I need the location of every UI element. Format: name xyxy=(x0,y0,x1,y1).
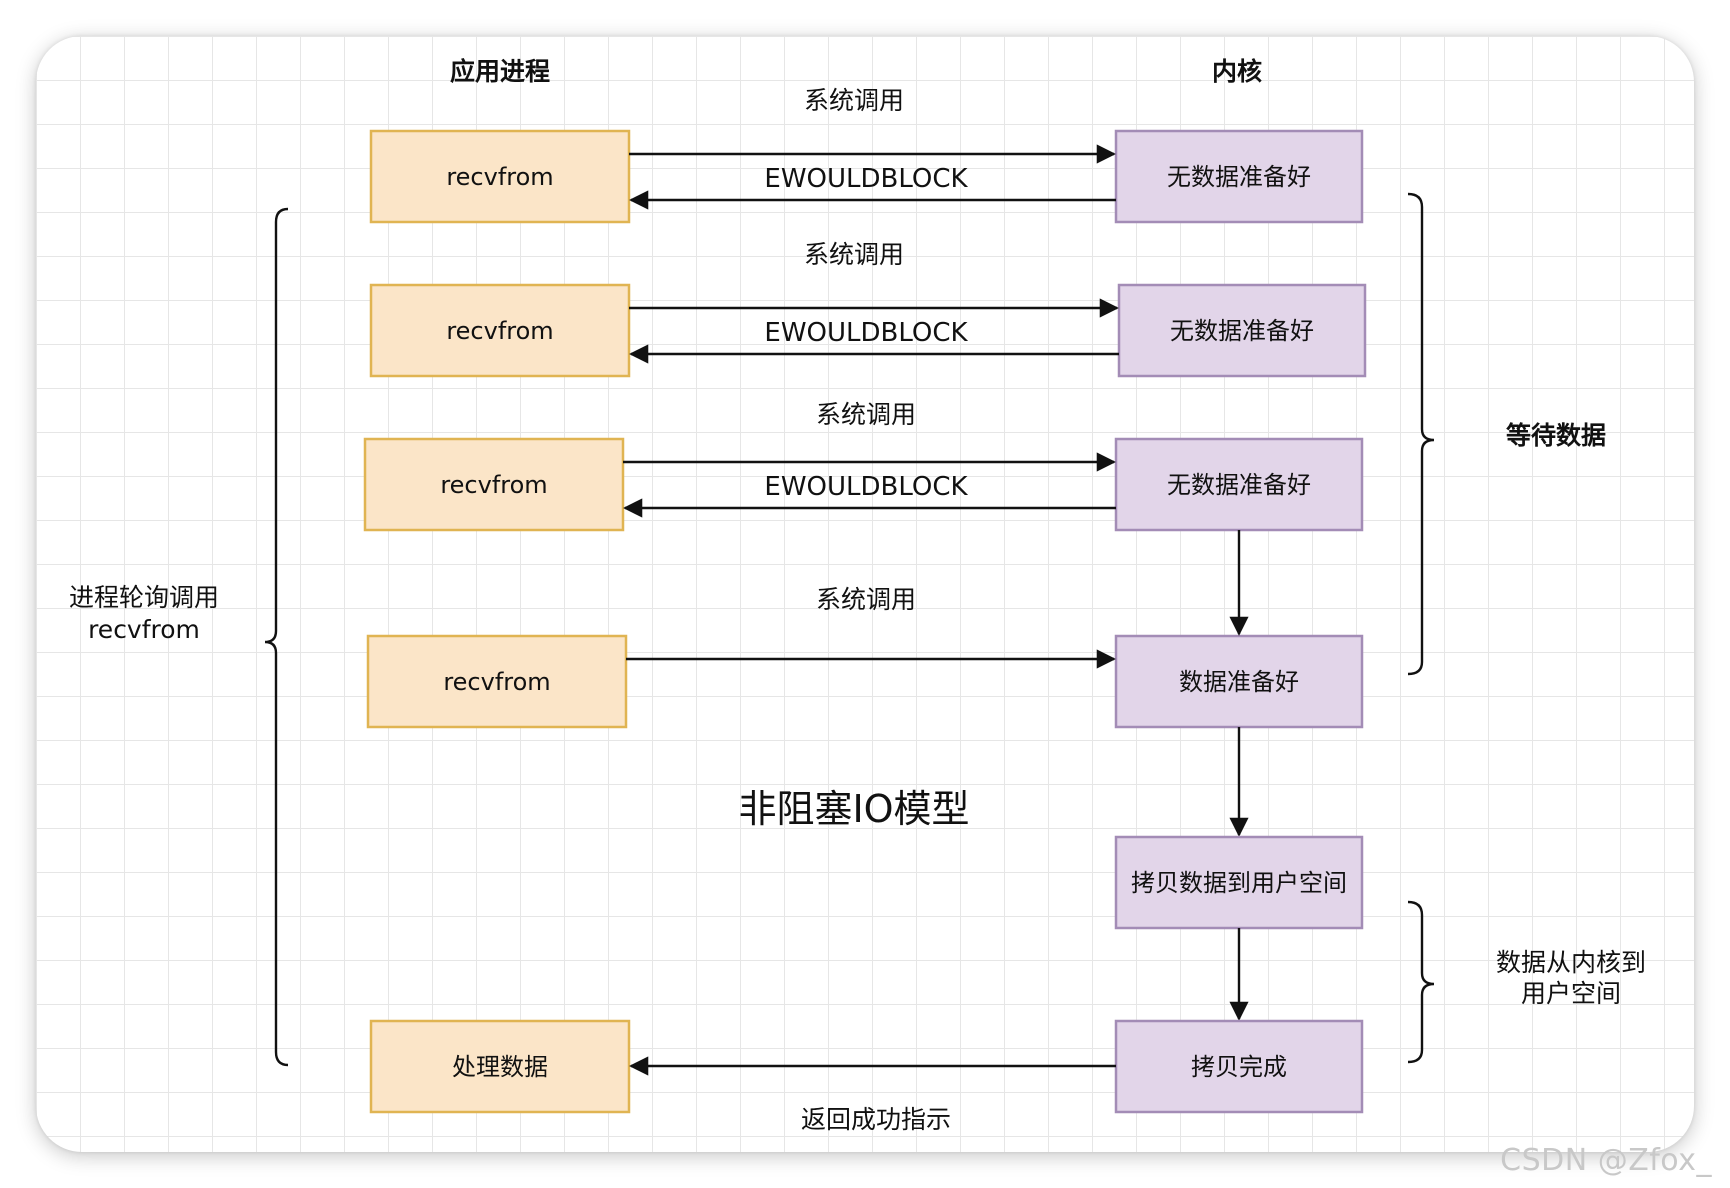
io-model-diagram: 应用进程 内核 recvfrom 无数据准备好 系统调用 EWOULDBLOCK… xyxy=(69,57,1646,1134)
brace-copy xyxy=(1407,900,1435,1064)
app-box-recvfrom xyxy=(369,283,631,378)
brace-wait xyxy=(1407,192,1435,676)
app-box-label: recvfrom xyxy=(440,471,547,499)
header-kernel: 内核 xyxy=(1212,57,1262,86)
row-4: recvfrom 数据准备好 系统调用 xyxy=(366,585,1364,729)
syscall-label: 系统调用 xyxy=(804,240,904,269)
kernel-box-copy-to-user xyxy=(1114,835,1364,930)
kernel-box-no-data xyxy=(1117,283,1367,378)
kernel-box-no-data xyxy=(1114,129,1364,224)
header-app-process: 应用进程 xyxy=(450,57,550,86)
syscall-label: 系统调用 xyxy=(804,86,904,115)
syscall-label: 系统调用 xyxy=(816,585,916,614)
kernel-box-label: 无数据准备好 xyxy=(1167,471,1311,499)
kernel-box-label: 无数据准备好 xyxy=(1170,317,1314,345)
row-1: recvfrom 无数据准备好 系统调用 EWOULDBLOCK xyxy=(369,86,1364,224)
row-3: recvfrom 无数据准备好 系统调用 EWOULDBLOCK xyxy=(363,400,1364,532)
app-box-recvfrom xyxy=(369,129,631,224)
brace-left-label-line1: 进程轮询调用 xyxy=(69,583,219,612)
brace-left xyxy=(264,207,289,1067)
brace-copy-label-line1: 数据从内核到 xyxy=(1496,948,1646,977)
app-box-recvfrom xyxy=(366,634,628,729)
brace-left-label-line2: recvfrom xyxy=(88,615,200,644)
row-2: recvfrom 无数据准备好 系统调用 EWOULDBLOCK xyxy=(369,240,1367,378)
app-box-process-data xyxy=(369,1019,631,1114)
app-box-label: recvfrom xyxy=(446,317,553,345)
kernel-box-no-data xyxy=(1114,437,1364,532)
kernel-box-copy-done xyxy=(1114,1019,1364,1114)
kernel-box-data-ready xyxy=(1114,634,1364,729)
watermark: CSDN @Zfox_ xyxy=(1500,1143,1712,1178)
kernel-box-label: 无数据准备好 xyxy=(1167,163,1311,191)
return-label-ewouldblock: EWOULDBLOCK xyxy=(764,472,968,502)
return-label-ewouldblock: EWOULDBLOCK xyxy=(764,164,968,194)
kernel-box-label: 拷贝数据到用户空间 xyxy=(1131,869,1347,897)
brace-wait-label: 等待数据 xyxy=(1506,421,1606,450)
app-box-recvfrom xyxy=(363,437,625,532)
kernel-box-label: 拷贝完成 xyxy=(1191,1053,1287,1081)
brace-copy-label-line2: 用户空间 xyxy=(1521,979,1621,1008)
app-box-label: 处理数据 xyxy=(452,1053,548,1081)
kernel-box-label: 数据准备好 xyxy=(1179,668,1299,696)
diagram-card: 应用进程 内核 recvfrom 无数据准备好 系统调用 EWOULDBLOCK… xyxy=(36,36,1694,1152)
syscall-label: 系统调用 xyxy=(816,400,916,429)
diagram-title: 非阻塞IO模型 xyxy=(738,787,969,831)
return-success-label: 返回成功指示 xyxy=(801,1105,951,1134)
app-box-label: recvfrom xyxy=(443,668,550,696)
return-label-ewouldblock: EWOULDBLOCK xyxy=(764,318,968,348)
app-box-label: recvfrom xyxy=(446,163,553,191)
